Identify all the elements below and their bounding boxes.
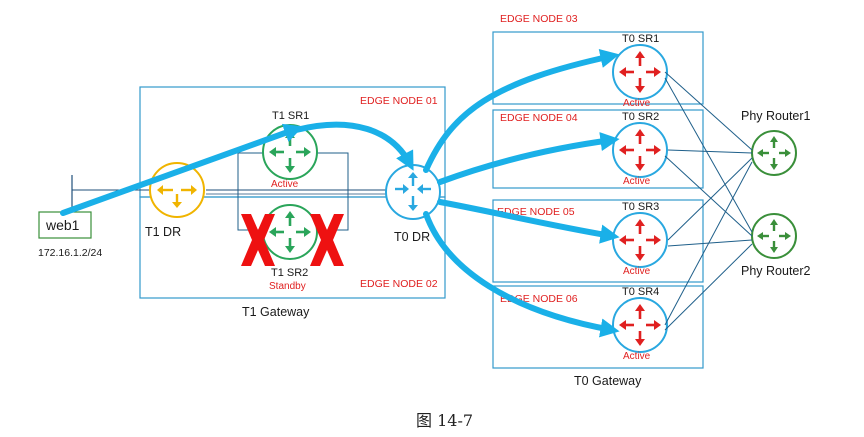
- t1-sr2-state: Standby: [269, 281, 306, 292]
- web1-label: web1: [45, 217, 80, 233]
- t0-sr2-label: T0 SR2: [622, 111, 659, 123]
- t1-sr2-label: T1 SR2: [271, 267, 308, 279]
- edge-node-02-label: EDGE NODE 02: [360, 278, 438, 290]
- t0-sr1-label: T0 SR1: [622, 33, 659, 45]
- phy-router2-label: Phy Router2: [741, 264, 811, 278]
- t1-sr2-router-icon[interactable]: [262, 204, 318, 260]
- failure-x-icon-left: [241, 214, 275, 266]
- t1-dr-label: T1 DR: [145, 225, 181, 239]
- edge-node-03-label: EDGE NODE 03: [500, 13, 578, 25]
- t0-sr3-label: T0 SR3: [622, 201, 659, 213]
- phy-router2-icon[interactable]: [751, 213, 797, 259]
- t0-sr4-router-icon[interactable]: [612, 297, 668, 353]
- flow-t1sr1-to-t0dr: [293, 121, 414, 171]
- edge-node-01-label: EDGE NODE 01: [360, 95, 438, 107]
- t0-sr4-label: T0 SR4: [622, 286, 659, 298]
- edge-node-06-box: [492, 285, 704, 369]
- phy-router1-label: Phy Router1: [741, 109, 811, 123]
- t0-gateway-label: T0 Gateway: [574, 374, 642, 388]
- t0-sr3-router-icon[interactable]: [612, 212, 668, 268]
- figure-caption: 图 14-7: [416, 411, 473, 430]
- edge-node-04-label: EDGE NODE 04: [500, 112, 578, 124]
- t1-sr1-label: T1 SR1: [272, 110, 309, 122]
- t0-sr2-router-icon[interactable]: [612, 122, 668, 178]
- t0-sr1-router-icon[interactable]: [612, 44, 668, 100]
- flow-web1-to-t1sr1: [60, 123, 304, 216]
- failure-x-icon-right: [310, 214, 344, 266]
- edge-node-05-box: [492, 199, 704, 283]
- t0-sr3-state: Active: [623, 266, 651, 277]
- flow-t0dr-to-sr1: [423, 49, 620, 173]
- t1-gateway-label: T1 Gateway: [242, 305, 310, 319]
- web1-ip: 172.16.1.2/24: [38, 247, 102, 259]
- uplinks: [664, 71, 753, 331]
- web1-box[interactable]: [38, 211, 92, 239]
- t1-sr1-state: Active: [271, 179, 299, 190]
- edge-node-03-box: [492, 31, 704, 105]
- t0-dr-router-icon[interactable]: [385, 164, 441, 220]
- flow-t0dr-to-sr2: [437, 132, 620, 185]
- flow-t0dr-to-sr3: [437, 199, 620, 244]
- t0-sr1-state: Active: [623, 98, 651, 109]
- edge-node-04-box: [492, 109, 704, 189]
- flow-t0dr-to-sr4: [423, 211, 620, 338]
- t0-sr4-state: Active: [623, 351, 651, 362]
- t0-sr2-state: Active: [623, 176, 651, 187]
- phy-router1-icon[interactable]: [751, 130, 797, 176]
- traffic-flows: [60, 49, 620, 338]
- t0-dr-label: T0 DR: [394, 230, 430, 244]
